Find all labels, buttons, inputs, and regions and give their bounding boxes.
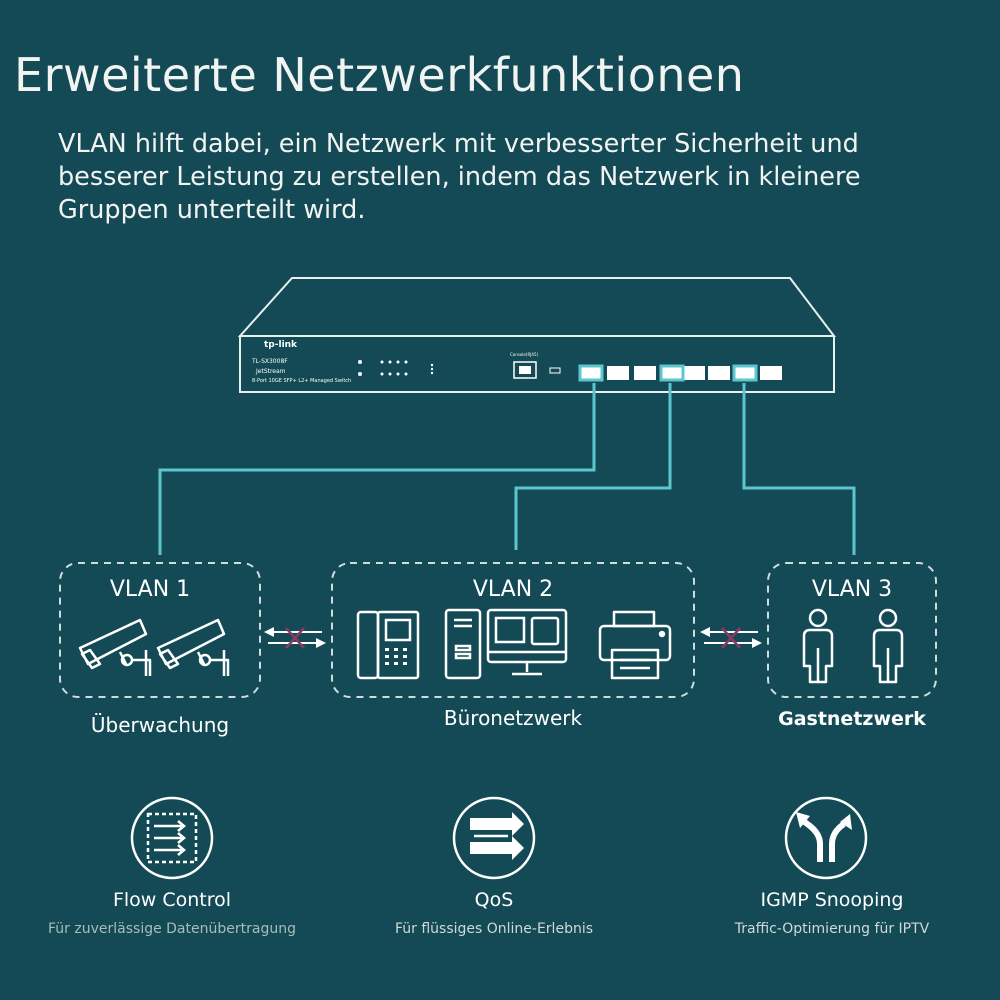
feature-qos: QoS Für flüssiges Online-Erlebnis bbox=[344, 889, 644, 937]
feature-igmp-snooping: IGMP Snooping Traffic-Optimierung für IP… bbox=[682, 889, 982, 937]
vlan-3-group: Gastnetzwerk bbox=[778, 708, 926, 730]
computer-icon bbox=[444, 608, 568, 680]
vlan-1-box bbox=[59, 562, 261, 698]
vlan-1-label: VLAN 1 bbox=[109, 577, 191, 602]
vlan-1-group: Überwachung bbox=[90, 713, 230, 737]
switch-leds bbox=[358, 360, 434, 376]
sfp-port-6 bbox=[708, 366, 730, 380]
feature-title: IGMP Snooping bbox=[760, 889, 904, 911]
vlan-3-box bbox=[767, 562, 937, 698]
intro-line-2: besserer Leistung zu erstellen, indem da… bbox=[58, 162, 861, 192]
feature-flow-control: Flow Control Für zuverlässige Datenübert… bbox=[22, 889, 322, 937]
page-title: Erweiterte Netzwerkfunktionen bbox=[14, 48, 745, 102]
intro-line-3: Gruppen unterteilt wird. bbox=[58, 195, 366, 225]
qos-icon bbox=[452, 796, 536, 880]
camera-icon bbox=[156, 618, 230, 676]
printer-icon bbox=[598, 610, 672, 680]
sfp-port-3 bbox=[634, 366, 656, 380]
person-icon bbox=[802, 608, 834, 684]
feature-title: Flow Control bbox=[112, 889, 232, 911]
switch-series: JetStream bbox=[256, 368, 286, 375]
feature-subtitle: Für flüssiges Online-Erlebnis bbox=[394, 921, 594, 937]
vlan-links bbox=[158, 383, 856, 555]
sfp-port-1 bbox=[580, 366, 602, 380]
phone-icon bbox=[356, 610, 420, 680]
block-arrows-1-2 bbox=[264, 627, 326, 649]
feature-subtitle: Für zuverlässige Datenübertragung bbox=[48, 921, 296, 937]
vlan-3-label: VLAN 3 bbox=[811, 577, 893, 602]
switch-front bbox=[239, 335, 835, 393]
sfp-port-2 bbox=[607, 366, 629, 380]
sfp-ports bbox=[578, 364, 782, 382]
console-port bbox=[513, 361, 561, 379]
intro-line-1: VLAN hilft dabei, ein Netzwerk mit verbe… bbox=[58, 129, 859, 159]
sfp-port-5 bbox=[683, 366, 705, 380]
camera-icon bbox=[78, 618, 152, 676]
vlan-2-group: Büronetzwerk bbox=[443, 706, 583, 730]
switch-model: TL-SX3008F bbox=[252, 358, 288, 365]
block-arrows-2-3 bbox=[700, 627, 762, 649]
feature-subtitle: Traffic-Optimierung für IPTV bbox=[734, 921, 930, 937]
console-label: Console(RJ45) bbox=[510, 352, 539, 357]
sfp-port-8 bbox=[760, 366, 782, 380]
sfp-port-4 bbox=[661, 366, 683, 380]
feature-title: QoS bbox=[474, 889, 514, 911]
vlan-2-box bbox=[331, 562, 695, 698]
switch-description: 8-Port 10GE SFP+ L2+ Managed Switch bbox=[252, 378, 352, 384]
switch-brand: tp-link bbox=[264, 340, 298, 350]
switch-top bbox=[237, 277, 837, 337]
igmp-icon bbox=[784, 796, 868, 880]
intro-text: VLAN hilft dabei, ein Netzwerk mit verbe… bbox=[58, 128, 958, 227]
vlan-2-label: VLAN 2 bbox=[472, 577, 554, 602]
flow-control-icon bbox=[130, 796, 214, 880]
link-vlan-3 bbox=[742, 383, 856, 555]
link-vlan-2 bbox=[514, 383, 672, 550]
person-icon bbox=[872, 608, 904, 684]
sfp-port-7 bbox=[734, 366, 756, 380]
link-vlan-1 bbox=[158, 383, 596, 555]
switch-device bbox=[237, 277, 837, 393]
